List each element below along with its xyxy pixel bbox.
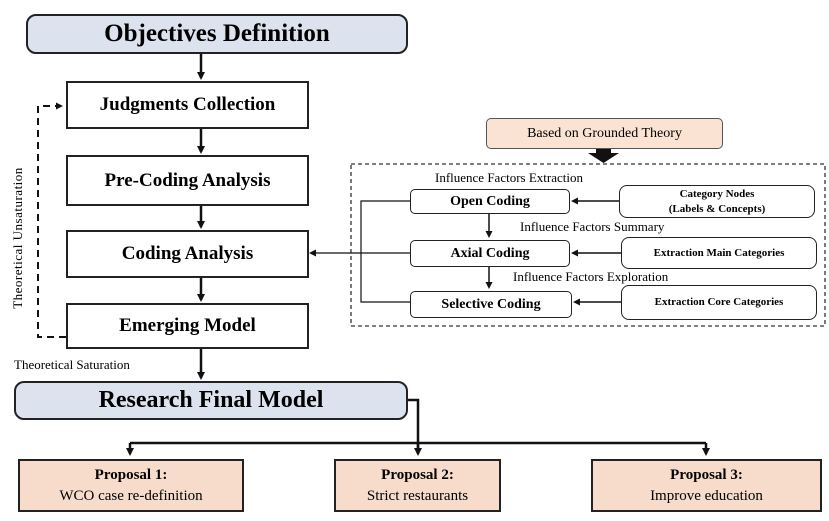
research-final-model-label: Research Final Model: [98, 387, 324, 413]
proposal-2-text: Strict restaurants: [366, 487, 469, 504]
grounded-theory-node: Based on Grounded Theory: [486, 118, 723, 149]
proposal-1-node: Proposal 1: WCO case re-definition: [18, 459, 244, 512]
category-nodes-sublabel: (Labels & Concepts): [668, 202, 766, 215]
objectives-definition-label: Objectives Definition: [104, 20, 330, 47]
proposal-3-node: Proposal 3: Improve education: [591, 459, 822, 512]
bracket-open: [360, 200, 410, 303]
category-nodes-node: Category Nodes (Labels & Concepts): [619, 185, 815, 218]
influence-exploration-label: Influence Factors Exploration: [513, 269, 669, 284]
coding-analysis-node: Coding Analysis: [66, 230, 309, 278]
proposal-3-text: Improve education: [650, 487, 763, 504]
grounded-down-arrow: [588, 149, 619, 163]
category-nodes-label: Category Nodes: [679, 187, 755, 200]
main-categories-node: Extraction Main Categories: [621, 237, 817, 269]
proposal-2-title: Proposal 2:: [381, 467, 454, 484]
proposal-1-title: Proposal 1:: [94, 467, 168, 484]
open-coding-node: Open Coding: [410, 189, 570, 214]
influence-summary-label: Influence Factors Summary: [520, 219, 665, 234]
coding-analysis-label: Coding Analysis: [121, 243, 254, 264]
judgments-collection-label: Judgments Collection: [99, 94, 276, 115]
core-categories-label: Extraction Core Categories: [654, 296, 784, 309]
research-final-model-node: Research Final Model: [14, 381, 408, 420]
main-categories-label: Extraction Main Categories: [653, 246, 785, 259]
selective-coding-label: Selective Coding: [441, 296, 541, 312]
core-categories-node: Extraction Core Categories: [621, 285, 817, 320]
emerging-model-node: Emerging Model: [66, 303, 309, 349]
judgments-collection-node: Judgments Collection: [66, 81, 309, 129]
axial-coding-label: Axial Coding: [450, 245, 530, 261]
connector-final-to-split: [408, 398, 420, 451]
pre-coding-analysis-node: Pre-Coding Analysis: [66, 155, 309, 206]
theoretical-unsaturation-label: Theoretical Unsaturation: [10, 167, 25, 309]
emerging-model-label: Emerging Model: [119, 315, 256, 336]
theoretical-saturation-label: Theoretical Saturation: [14, 357, 130, 372]
open-coding-label: Open Coding: [450, 193, 530, 209]
selective-coding-node: Selective Coding: [410, 291, 572, 318]
proposal-2-node: Proposal 2: Strict restaurants: [334, 459, 501, 512]
pre-coding-analysis-label: Pre-Coding Analysis: [104, 169, 271, 191]
proposal-3-title: Proposal 3:: [670, 467, 743, 484]
axial-coding-node: Axial Coding: [410, 240, 570, 267]
grounded-theory-label: Based on Grounded Theory: [527, 125, 682, 141]
unsaturation-loop: [37, 102, 66, 338]
influence-extraction-label: Influence Factors Extraction: [435, 170, 583, 185]
grounded-theory-frame: [350, 163, 826, 327]
proposal-1-text: WCO case re-definition: [59, 487, 203, 504]
objectives-definition-node: Objectives Definition: [26, 14, 408, 54]
